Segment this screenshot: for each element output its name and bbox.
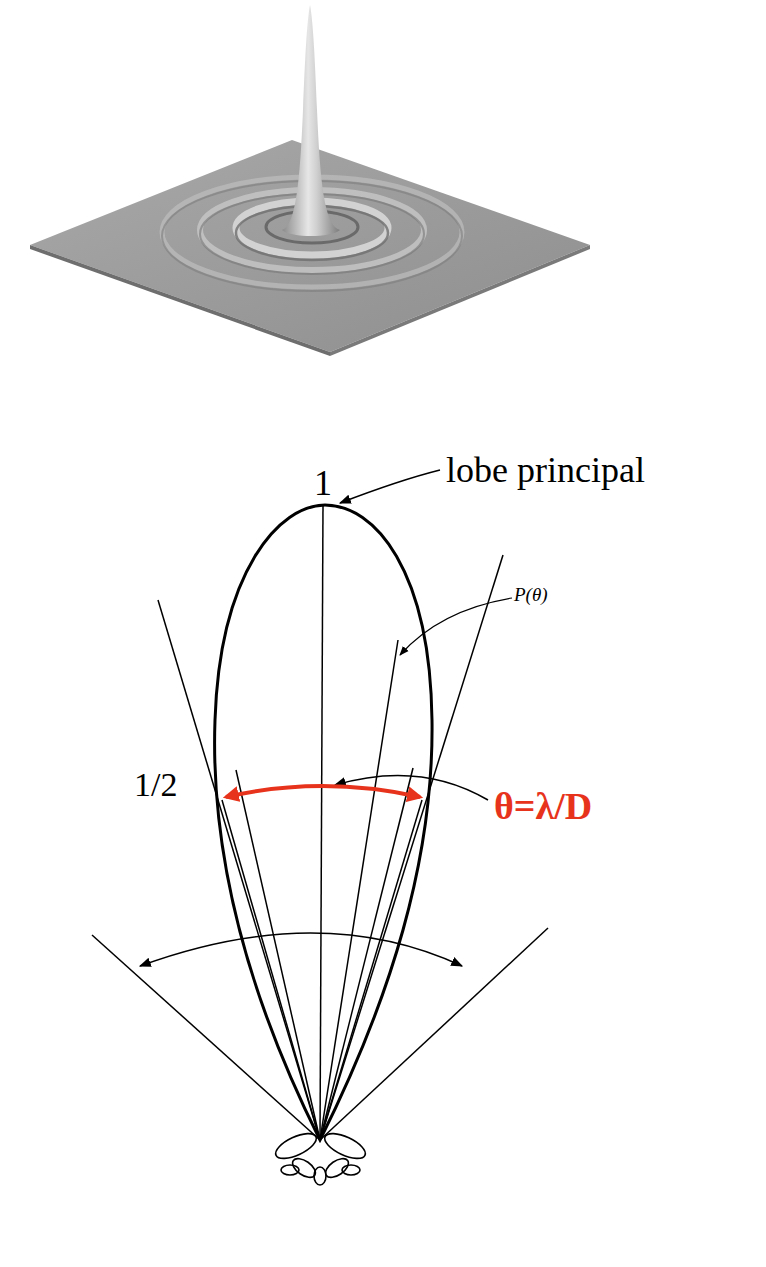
half-power-value: 1/2 bbox=[134, 768, 177, 802]
central-peak bbox=[282, 5, 340, 236]
half-power-width-arrow bbox=[226, 786, 420, 797]
leader-line bbox=[340, 470, 440, 503]
direction-lines bbox=[92, 505, 548, 1140]
airy-pattern-3d bbox=[30, 5, 590, 356]
peak-value: 1 bbox=[314, 465, 332, 501]
main-lobe bbox=[215, 505, 432, 1140]
leader-line bbox=[400, 598, 512, 655]
pattern-function: P(θ) bbox=[514, 585, 548, 604]
lobe-label: lobe principal bbox=[446, 452, 645, 488]
radiation-pattern bbox=[92, 470, 548, 1185]
beam-width-arc bbox=[140, 933, 462, 966]
beam-width-formula: θ=λ/D bbox=[494, 787, 592, 825]
